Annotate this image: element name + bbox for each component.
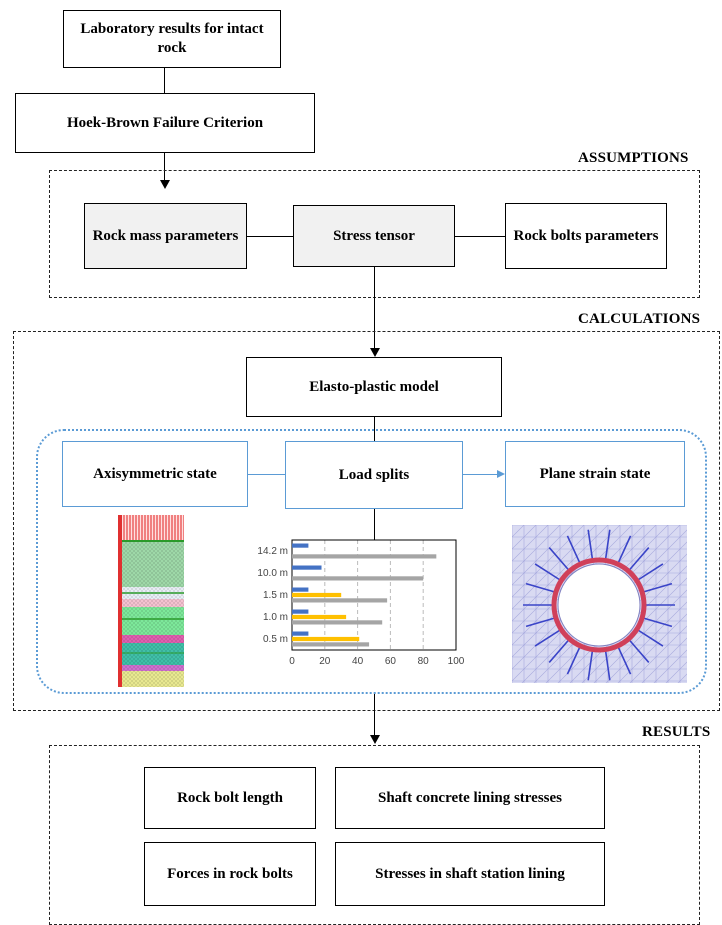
chart-x-tick-label: 0 — [289, 656, 295, 667]
rock-bolt-line — [534, 563, 561, 581]
load-splits-chart: 14.2 m 10.0 m 1.5 m 1.0 m 0.5 m 0 20 40 60 80 100 — [250, 528, 470, 668]
calculations-label: CALCULATIONS — [578, 311, 701, 327]
arrow-to-rockmass — [159, 180, 170, 189]
rock-bolt-line — [548, 547, 570, 571]
shaft-concrete-lining-stresses-box: Shaft concrete lining stresses — [335, 767, 605, 829]
chart-bar — [292, 642, 370, 647]
chart-x-tick-label: 40 — [352, 656, 364, 667]
rock-bolts-parameters-box: Rock bolts parameters — [505, 203, 667, 269]
rock-bolt-line — [637, 563, 664, 581]
connector-axisymmetric-loadsplits — [248, 474, 285, 475]
connector-stress-bolts — [455, 236, 505, 237]
chart-bar — [292, 554, 437, 559]
connector-stress-to-elasto — [374, 267, 375, 349]
forces-in-rock-bolts-box: Forces in rock bolts — [144, 842, 316, 906]
chart-x-tick-label: 100 — [448, 656, 465, 667]
calculations-region — [13, 331, 720, 711]
plane-strain-model-image — [512, 525, 687, 683]
stresses-in-shaft-station-lining-box: Stresses in shaft station lining — [335, 842, 605, 906]
rock-bolt-line — [525, 617, 556, 628]
arrow-to-elasto — [369, 348, 380, 357]
arrow-to-plane-strain — [497, 470, 505, 478]
assumptions-label: ASSUMPTIONS — [578, 150, 689, 166]
stress-tensor-box: Stress tensor — [293, 205, 455, 267]
elasto-plastic-model-box: Elasto-plastic model — [246, 357, 502, 417]
chart-y-category-label: 14.2 m — [257, 546, 288, 557]
rock-bolt-line — [628, 639, 650, 663]
chart-bar — [292, 587, 309, 592]
chart-y-category-label: 1.5 m — [263, 590, 288, 601]
connector-rockmass-stress — [247, 236, 293, 237]
connector-calc-to-results — [374, 694, 375, 736]
rock-bolt-line — [534, 629, 561, 647]
hoek-brown-box: Hoek-Brown Failure Criterion — [15, 93, 315, 153]
rock-bolt-line — [637, 629, 664, 647]
chart-x-tick-label: 80 — [418, 656, 430, 667]
chart-bar — [292, 565, 322, 570]
rock-bolt-line — [617, 646, 632, 675]
chart-bar — [292, 620, 383, 625]
chart-bar — [292, 614, 347, 620]
rock-bolt-length-box: Rock bolt length — [144, 767, 316, 829]
rock-bolt-line — [617, 535, 632, 564]
rock-bolt-line — [566, 646, 581, 675]
rock-bolt-line — [548, 639, 570, 663]
chart-bar — [292, 592, 342, 598]
axisymmetric-state-box: Axisymmetric state — [62, 441, 248, 507]
rock-bolt-line — [642, 617, 673, 628]
chart-bar — [292, 631, 309, 636]
connector-loadsplits-planestrain — [463, 474, 497, 475]
chart-x-tick-label: 20 — [319, 656, 331, 667]
load-analysis-group — [36, 429, 707, 694]
chart-bar — [292, 598, 388, 603]
load-splits-box: Load splits — [285, 441, 463, 509]
chart-bar — [292, 636, 360, 642]
rock-bolt-line — [566, 535, 581, 564]
chart-y-category-label: 10.0 m — [257, 568, 288, 579]
connector-hoek-to-rockmass — [164, 153, 165, 181]
rock-bolt-line — [628, 547, 650, 571]
chart-y-category-label: 1.0 m — [263, 612, 288, 623]
rock-mass-parameters-box: Rock mass parameters — [84, 203, 247, 269]
chart-x-tick-label: 60 — [385, 656, 397, 667]
chart-bar — [292, 543, 309, 548]
results-label: RESULTS — [642, 724, 711, 740]
rock-bolt-line — [604, 529, 611, 560]
rock-bolt-line — [525, 582, 556, 593]
chart-bar — [292, 576, 424, 581]
plane-strain-state-box: Plane strain state — [505, 441, 685, 507]
rock-bolt-line — [604, 650, 611, 681]
axisymmetric-model-image — [114, 515, 188, 687]
rock-bolt-line — [587, 650, 594, 681]
connector-lab-to-hoek — [164, 68, 165, 93]
arrow-to-results — [369, 735, 380, 744]
lab-results-box: Laboratory results for intact rock — [63, 10, 281, 68]
rock-bolt-line — [587, 529, 594, 560]
chart-y-category-label: 0.5 m — [263, 634, 288, 645]
connector-loadsplits-to-chart — [374, 509, 375, 540]
rock-bolt-line — [642, 582, 673, 593]
chart-bar — [292, 609, 309, 614]
